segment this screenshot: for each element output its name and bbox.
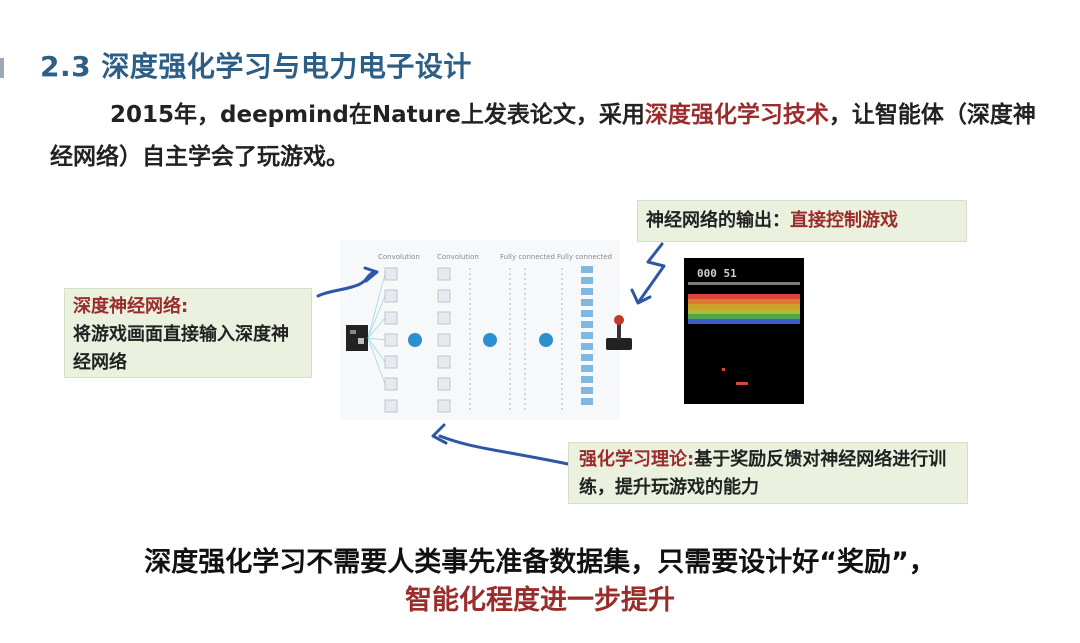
ball (722, 368, 725, 371)
intro-text-1: 2015年，deepmind在Nature上发表论文，采用 (110, 102, 645, 128)
intro-paragraph: 2015年，deepmind在Nature上发表论文，采用深度强化学习技术，让智… (50, 94, 1040, 178)
callout-deep-network: 深度神经网络: 将游戏画面直接输入深度神经网络 (64, 288, 312, 378)
feedback-arrowhead (431, 423, 448, 445)
activation-nodes (408, 333, 553, 347)
output-label: 神经网络的输出： (646, 210, 790, 231)
fc-layers (469, 268, 563, 412)
layer-label-conv1: Convolution (378, 253, 420, 261)
conv1-connections (367, 273, 386, 385)
rl-title: 强化学习理论: (579, 449, 695, 470)
intro-highlight: 深度强化学习技术 (644, 102, 829, 128)
intro-text-2: ，让智能体（深度神经网络）自主学会了玩游戏。 (50, 102, 1036, 170)
page-title: 2.3 深度强化学习与电力电子设计 (40, 50, 472, 83)
output-highlight: 直接控制游戏 (790, 210, 898, 231)
paddle (736, 382, 748, 385)
conv1-feature-maps (384, 267, 398, 413)
input-arrow (316, 270, 376, 298)
output-zigzag-arrow (638, 242, 666, 302)
rl-body: 基于奖励反馈对神经网络进行训练，提升玩游戏的能力 (579, 449, 947, 498)
network-backdrop (340, 240, 620, 420)
output-arrowhead (630, 288, 652, 305)
callout-reinforcement-learning: 强化学习理论:基于奖励反馈对神经网络进行训练，提升玩游戏的能力 (568, 442, 968, 504)
feedback-arrow (438, 434, 570, 466)
input-frame-icon (346, 325, 368, 351)
output-units (581, 266, 593, 405)
layer-label-conv2: Convolution (437, 253, 479, 261)
layer-label-fc2: Fully connected (557, 253, 612, 261)
layer-label-fc1: Fully connected (500, 253, 555, 261)
conclusion-line-2: 智能化程度进一步提升 (405, 585, 675, 616)
conv2-feature-maps (437, 267, 451, 413)
dnn-title: 深度神经网络: (73, 296, 189, 317)
joystick-icon (606, 315, 632, 350)
dnn-body: 将游戏画面直接输入深度神经网络 (73, 324, 289, 373)
breakout-game-screen: 000 51 (684, 258, 804, 404)
game-score: 000 51 (697, 267, 737, 280)
input-arrowhead (363, 266, 379, 283)
callout-network-output: 神经网络的输出：直接控制游戏 (637, 200, 967, 242)
conclusion-line-1: 深度强化学习不需要人类事先准备数据集，只需要设计好“奖励”， (144, 547, 936, 578)
left-accent-bar (0, 58, 4, 78)
